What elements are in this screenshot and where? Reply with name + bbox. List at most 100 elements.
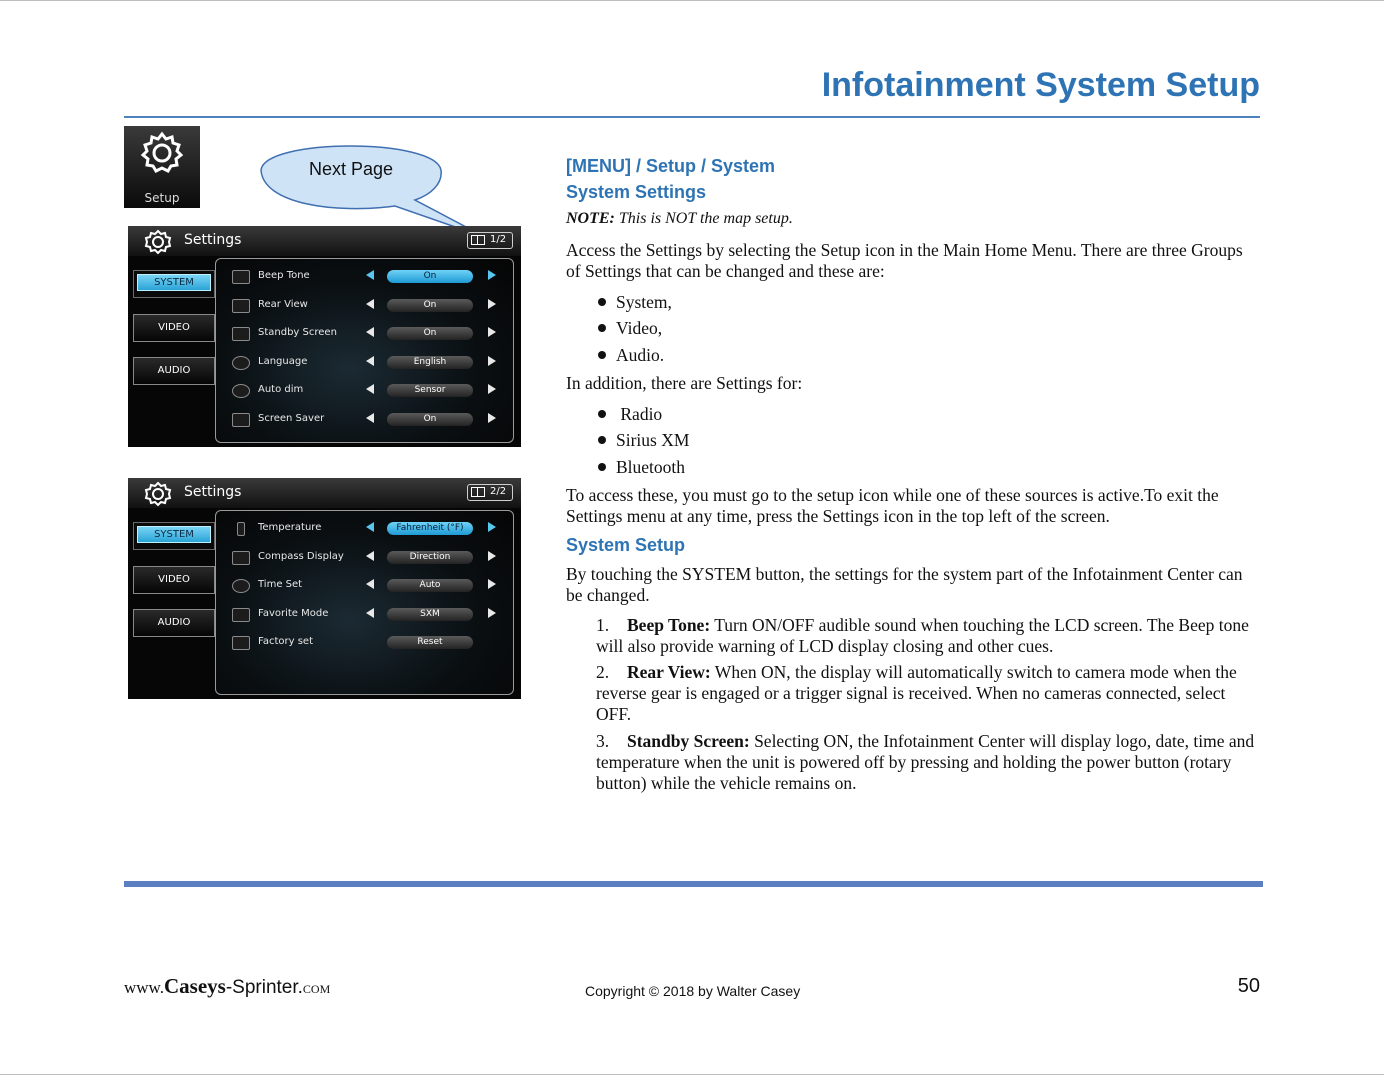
setting-value[interactable]: English — [387, 356, 473, 369]
bulb-icon — [232, 384, 250, 398]
intro-paragraph: Access the Settings by selecting the Set… — [566, 240, 1243, 281]
globe-icon — [232, 356, 250, 370]
compass-icon — [232, 551, 250, 565]
page-edge-top — [0, 0, 1384, 1]
arrow-left-icon[interactable] — [366, 327, 374, 337]
arrow-left-icon[interactable] — [366, 522, 374, 532]
heading-system-setup: System Setup — [566, 535, 686, 555]
page-indicator-button[interactable]: 1/2 — [467, 232, 513, 249]
tab-video[interactable]: VIDEO — [133, 566, 215, 594]
arrow-right-icon[interactable] — [488, 356, 496, 366]
tab-audio[interactable]: AUDIO — [133, 609, 215, 637]
settings-panel: Beep Tone On Rear View On Standby Screen… — [215, 258, 514, 443]
arrow-right-icon[interactable] — [488, 522, 496, 532]
list-item: Video, — [598, 318, 662, 339]
setting-row-auto-dim: Auto dim Sensor — [216, 377, 513, 405]
system-intro-paragraph: By touching the SYSTEM button, the setti… — [566, 564, 1243, 605]
setting-label: Temperature — [258, 522, 322, 533]
arrow-left-icon[interactable] — [366, 299, 374, 309]
website-link[interactable]: www.Caseys-Sprinter.com — [124, 974, 331, 998]
setting-row-rear-view: Rear View On — [216, 292, 513, 320]
page-title: Infotainment System Setup — [821, 66, 1260, 104]
setup-icon-tile[interactable]: Setup — [124, 126, 200, 208]
setting-value[interactable]: SXM — [387, 608, 473, 621]
arrow-right-icon[interactable] — [488, 299, 496, 309]
setting-label: Compass Display — [258, 551, 344, 562]
setting-row-favorite-mode: Favorite Mode SXM — [216, 601, 513, 629]
setting-label: Factory set — [258, 636, 313, 647]
clock-icon — [232, 579, 250, 593]
numbered-item: 3.Standby Screen: Selecting ON, the Info… — [596, 731, 1255, 793]
breadcrumb: [MENU] / Setup / System — [566, 156, 776, 176]
setting-label: Favorite Mode — [258, 608, 329, 619]
arrow-left-icon[interactable] — [366, 356, 374, 366]
arrow-right-icon[interactable] — [488, 551, 496, 561]
title-rule — [124, 116, 1260, 118]
setting-value[interactable]: Direction — [387, 551, 473, 564]
setting-row-standby-screen: Standby Screen On — [216, 320, 513, 348]
settings-gear-icon[interactable] — [142, 481, 174, 507]
arrow-left-icon[interactable] — [366, 384, 374, 394]
setting-value[interactable]: On — [387, 413, 473, 426]
heading-system-settings: System Settings — [566, 182, 707, 202]
arrow-right-icon[interactable] — [488, 327, 496, 337]
monitor-icon — [232, 327, 250, 341]
setting-label: Rear View — [258, 299, 308, 310]
arrow-left-icon[interactable] — [366, 608, 374, 618]
tab-system[interactable]: SYSTEM — [133, 270, 215, 298]
camera-icon — [232, 299, 250, 313]
note-text: This is NOT the map setup. — [614, 210, 793, 227]
footer-rule — [124, 881, 1263, 887]
arrow-right-icon[interactable] — [488, 384, 496, 394]
page-indicator-text: 2/2 — [490, 486, 507, 497]
settings-panel: Temperature Fahrenheit (°F) Compass Disp… — [215, 510, 514, 695]
setting-label: Screen Saver — [258, 413, 325, 424]
setting-row-beep-tone: Beep Tone On — [216, 263, 513, 291]
setting-row-screen-saver: Screen Saver On — [216, 406, 513, 434]
arrow-left-icon[interactable] — [366, 579, 374, 589]
settings-screen-page-2: Settings 2/2 SYSTEM VIDEO AUDIO Temperat… — [128, 478, 521, 699]
reset-button[interactable]: Reset — [387, 636, 473, 649]
settings-gear-icon[interactable] — [142, 229, 174, 255]
setting-row-factory-set: Factory set Reset — [216, 629, 513, 657]
setting-row-language: Language English — [216, 349, 513, 377]
access-paragraph: To access these, you must go to the setu… — [566, 485, 1219, 526]
setting-value[interactable]: Auto — [387, 579, 473, 592]
arrow-left-icon[interactable] — [366, 413, 374, 423]
arrow-right-icon[interactable] — [488, 608, 496, 618]
settings-header: Settings 1/2 — [128, 226, 521, 256]
settings-title: Settings — [184, 232, 242, 248]
settings-screen-page-1: Settings 1/2 SYSTEM VIDEO AUDIO Beep Ton… — [128, 226, 521, 447]
list-item: System, — [598, 292, 672, 313]
setting-label: Beep Tone — [258, 270, 310, 281]
setup-icon-label: Setup — [144, 191, 180, 205]
page-edge-bottom — [0, 1074, 1384, 1075]
setting-label: Standby Screen — [258, 327, 337, 338]
settings-title: Settings — [184, 484, 242, 500]
arrow-right-icon[interactable] — [488, 413, 496, 423]
thermometer-icon — [237, 522, 245, 536]
numbered-item: 1.Beep Tone: Turn ON/OFF audible sound w… — [596, 615, 1249, 656]
setting-label: Language — [258, 356, 308, 367]
tab-audio[interactable]: AUDIO — [133, 357, 215, 385]
setting-value[interactable]: Sensor — [387, 384, 473, 397]
house-icon — [232, 636, 250, 650]
arrow-right-icon[interactable] — [488, 579, 496, 589]
arrow-left-icon[interactable] — [366, 551, 374, 561]
tab-video[interactable]: VIDEO — [133, 314, 215, 342]
list-item: Radio — [598, 404, 662, 425]
gear-icon — [140, 131, 184, 173]
list-item: Sirius XM — [598, 430, 689, 451]
setting-value[interactable]: Fahrenheit (°F) — [387, 522, 473, 535]
arrow-right-icon[interactable] — [488, 270, 496, 280]
setting-label: Auto dim — [258, 384, 304, 395]
tab-system[interactable]: SYSTEM — [133, 522, 215, 550]
setting-label: Time Set — [258, 579, 303, 590]
arrow-left-icon[interactable] — [366, 270, 374, 280]
page-indicator-button[interactable]: 2/2 — [467, 484, 513, 501]
setting-value[interactable]: On — [387, 299, 473, 312]
page-number: 50 — [1237, 975, 1260, 997]
setting-value[interactable]: On — [387, 327, 473, 340]
setting-value[interactable]: On — [387, 270, 473, 283]
settings-header: Settings 2/2 — [128, 478, 521, 508]
